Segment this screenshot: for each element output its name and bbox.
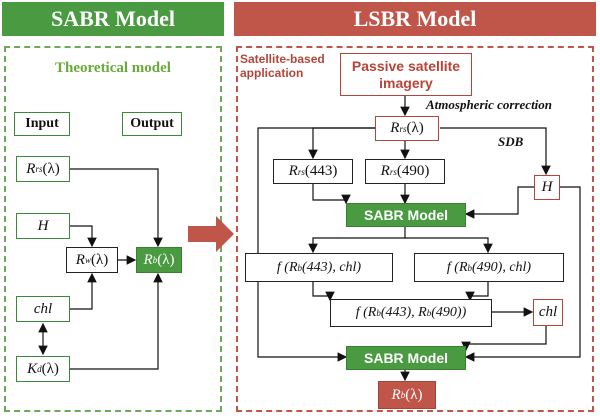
fboth-post: (490)) bbox=[431, 305, 467, 320]
left-rw-base: R bbox=[75, 251, 85, 268]
right-rb-sub: b bbox=[400, 390, 406, 400]
theoretical-model-title: Theoretical model bbox=[55, 60, 171, 76]
left-rrs-base: R bbox=[26, 160, 36, 177]
right-h-box: H bbox=[534, 175, 560, 200]
fboth-sub2: b bbox=[426, 308, 432, 318]
f443-pre: f (R bbox=[276, 259, 298, 275]
sabr-banner: SABR Model bbox=[2, 2, 224, 36]
right-rrs-arg: (λ) bbox=[406, 120, 424, 136]
left-rb-base: R bbox=[143, 251, 153, 268]
right-rb-arg: (λ) bbox=[405, 386, 423, 403]
left-rrs-sub: rs bbox=[35, 164, 43, 174]
imagery-box: Passive satellite imagery bbox=[340, 53, 472, 96]
right-chl-box: chl bbox=[533, 299, 563, 326]
rrs490-sub: rs bbox=[389, 166, 397, 177]
right-rb-base: R bbox=[391, 386, 401, 403]
imagery-line2: imagery bbox=[379, 74, 433, 91]
lsbr-banner: LSBR Model bbox=[234, 2, 596, 36]
left-kd-sub: d bbox=[37, 364, 42, 374]
f490-pre: f (R bbox=[446, 259, 468, 275]
left-h-box: H bbox=[16, 213, 70, 239]
f443-post: (443), chl) bbox=[302, 259, 362, 275]
rrs443-base: R bbox=[288, 163, 298, 179]
fboth-sub1: b bbox=[376, 308, 381, 318]
app-label-line2: application bbox=[240, 66, 304, 80]
sdb-label: SDB bbox=[498, 134, 524, 149]
output-label: Output bbox=[122, 112, 182, 136]
f490-sub: b bbox=[467, 262, 473, 273]
app-label-line1: Satellite-based bbox=[240, 52, 325, 66]
fboth-mid: (443), R bbox=[380, 305, 427, 320]
left-kd-arg: (λ) bbox=[41, 360, 59, 377]
left-rb-sub: b bbox=[152, 255, 158, 265]
fboth-pre: f (R bbox=[355, 305, 377, 320]
transfer-arrow bbox=[188, 216, 234, 252]
left-chl-box: chl bbox=[16, 296, 70, 322]
satellite-application-panel bbox=[236, 46, 594, 412]
left-kd-base: K bbox=[27, 360, 38, 377]
f490-post: (490), chl) bbox=[472, 259, 532, 275]
sabr-model-box-2: SABR Model bbox=[346, 346, 466, 370]
input-label: Input bbox=[14, 112, 70, 136]
rrs443-sub: rs bbox=[297, 166, 305, 177]
left-rrs-arg: (λ) bbox=[42, 160, 60, 177]
right-rrs-base: R bbox=[390, 120, 400, 136]
f443-sub: b bbox=[297, 262, 303, 273]
rrs490-arg: (490) bbox=[396, 163, 430, 179]
sabr-model-box-1: SABR Model bbox=[346, 203, 466, 227]
satellite-application-label: Satellite-based application bbox=[240, 52, 340, 80]
left-rb-arg: (λ) bbox=[157, 251, 175, 268]
rrs443-arg: (443) bbox=[304, 163, 338, 179]
imagery-line1: Passive satellite bbox=[351, 57, 461, 74]
atmospheric-correction-label: Atmospheric correction bbox=[426, 97, 553, 112]
left-rw-sub: w bbox=[84, 255, 91, 265]
rrs490-base: R bbox=[380, 163, 390, 179]
left-rw-arg: (λ) bbox=[90, 251, 109, 268]
right-rrs-sub: rs bbox=[399, 123, 407, 134]
